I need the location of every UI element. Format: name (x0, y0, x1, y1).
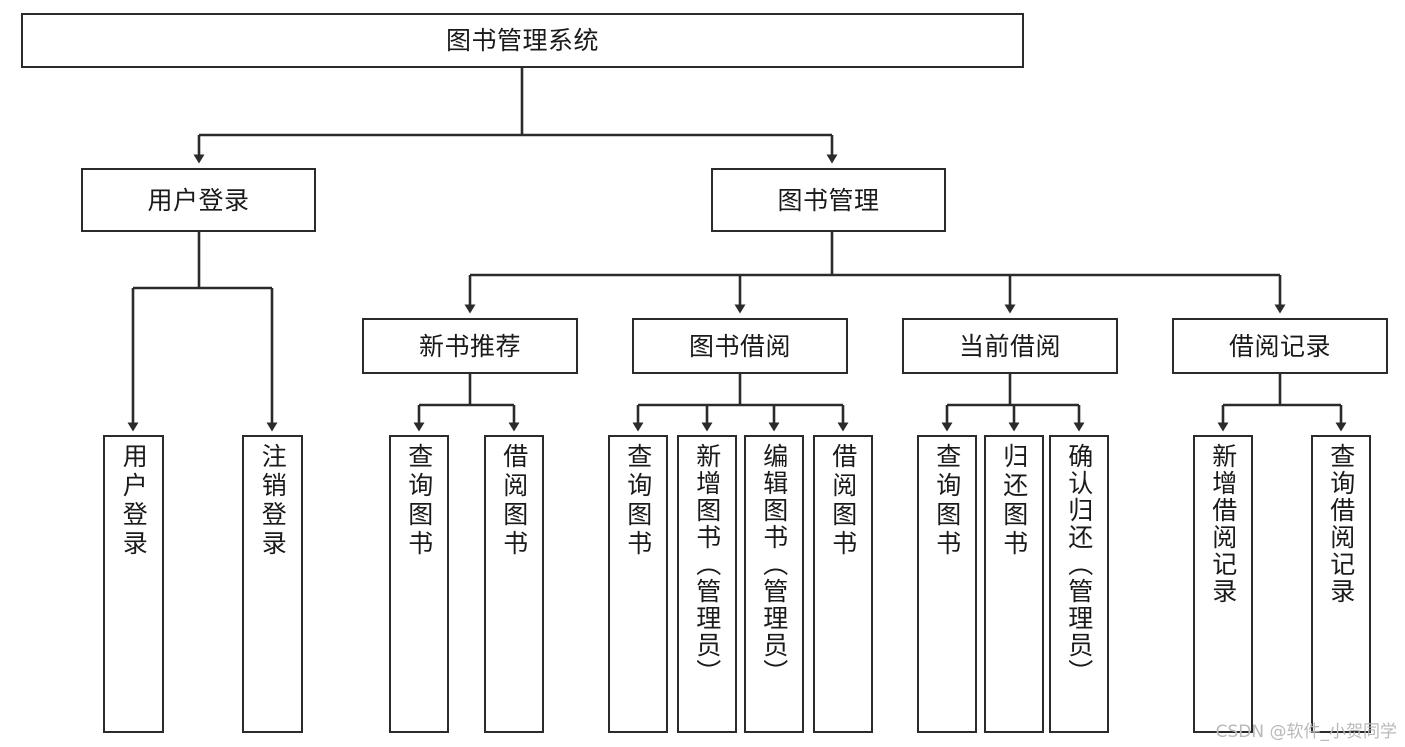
node-label: 归还图书 (999, 443, 1029, 559)
node-root-book-management-system[interactable]: 图书管理系统 (21, 13, 1024, 68)
node-label: 查询图书 (932, 443, 962, 559)
leaf-user-login-login[interactable]: 用户登录 (103, 435, 164, 733)
node-book-borrow[interactable]: 图书借阅 (632, 318, 848, 374)
node-label: 新增借阅记录 (1208, 443, 1238, 605)
node-label: 确认归还（管理员） (1064, 443, 1094, 686)
node-label: 用户登录 (119, 443, 149, 559)
node-current-borrow[interactable]: 当前借阅 (902, 318, 1118, 374)
node-new-book-recommend[interactable]: 新书推荐 (362, 318, 578, 374)
node-label: 新增图书（管理员） (692, 443, 722, 686)
leaf-current-query-book[interactable]: 查询图书 (917, 435, 977, 733)
node-label: 图书借阅 (688, 331, 791, 361)
node-label: 图书管理系统 (445, 26, 599, 55)
node-user-login[interactable]: 用户登录 (81, 168, 316, 232)
node-label: 借阅图书 (499, 443, 529, 559)
leaf-record-query-borrow-record[interactable]: 查询借阅记录 (1311, 435, 1371, 733)
leaf-borrow-borrow-book[interactable]: 借阅图书 (813, 435, 873, 733)
node-label: 查询图书 (623, 443, 653, 559)
leaf-recommend-borrow-book[interactable]: 借阅图书 (484, 435, 544, 733)
leaf-recommend-query-book[interactable]: 查询图书 (389, 435, 449, 733)
leaf-borrow-add-book-admin[interactable]: 新增图书（管理员） (677, 435, 737, 733)
leaf-current-return-book[interactable]: 归还图书 (984, 435, 1044, 733)
csdn-watermark: CSDN @软件_小贺同学 (1215, 722, 1397, 742)
node-label: 借阅记录 (1228, 331, 1331, 361)
node-label: 注销登录 (258, 443, 288, 559)
node-label: 当前借阅 (958, 331, 1061, 361)
node-book-management[interactable]: 图书管理 (711, 168, 946, 232)
leaf-current-confirm-return-admin[interactable]: 确认归还（管理员） (1049, 435, 1109, 733)
leaf-borrow-edit-book-admin[interactable]: 编辑图书（管理员） (744, 435, 804, 733)
node-label: 查询借阅记录 (1326, 443, 1356, 605)
node-borrow-record[interactable]: 借阅记录 (1172, 318, 1388, 374)
leaf-user-login-logout[interactable]: 注销登录 (242, 435, 303, 733)
leaf-record-add-borrow-record[interactable]: 新增借阅记录 (1193, 435, 1253, 733)
node-label: 用户登录 (147, 185, 250, 215)
node-label: 新书推荐 (418, 331, 521, 361)
node-label: 图书管理 (777, 185, 880, 215)
node-label: 编辑图书（管理员） (759, 443, 789, 686)
node-label: 借阅图书 (828, 443, 858, 559)
leaf-borrow-query-book[interactable]: 查询图书 (608, 435, 668, 733)
node-label: 查询图书 (404, 443, 434, 559)
